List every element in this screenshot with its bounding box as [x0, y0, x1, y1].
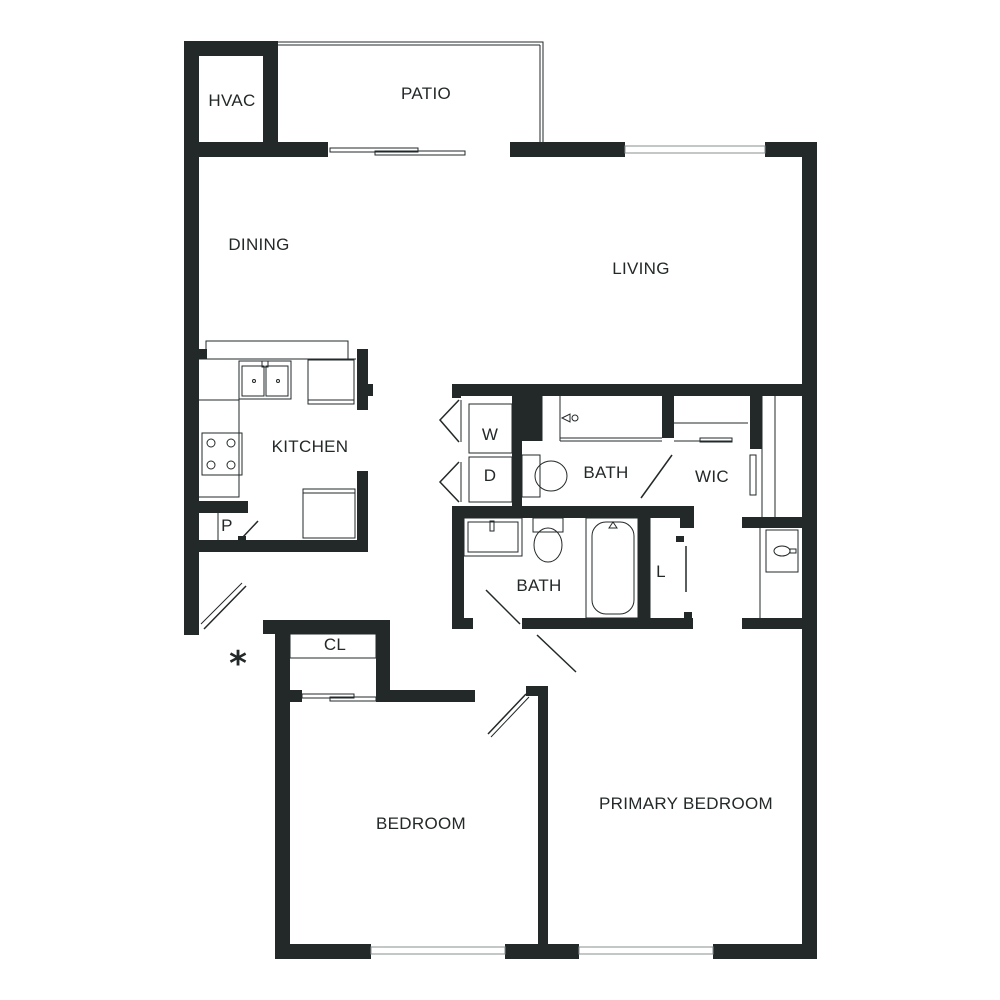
bedroom-walls [289, 620, 548, 959]
bedroom-door[interactable] [487, 693, 530, 738]
hall-bath-fixtures [463, 517, 687, 625]
room-label-hall-bath: BATH [516, 576, 562, 595]
room-label-closet: CL [323, 635, 347, 654]
entry-door[interactable] [200, 582, 247, 630]
room-label-primary-bath: BATH [583, 463, 629, 482]
primary-bedroom-door[interactable] [536, 634, 577, 673]
entry-marker-icon: * [229, 644, 247, 684]
room-label-patio: PATIO [401, 84, 451, 103]
room-label-dining: DINING [228, 235, 290, 254]
room-label-living: LIVING [612, 259, 670, 278]
room-label-wic: WIC [695, 467, 729, 486]
exterior-walls [184, 41, 817, 959]
room-label-pantry: P [221, 516, 233, 535]
primary-vanity [759, 528, 799, 618]
room-label-linen: L [656, 562, 666, 581]
room-label-kitchen: KITCHEN [271, 437, 349, 456]
central-walls [452, 384, 817, 629]
room-label-washer: W [481, 425, 499, 444]
laundry [438, 399, 513, 503]
room-label-primary-bedroom: PRIMARY BEDROOM [599, 794, 773, 813]
primary-bath-fixtures [521, 396, 776, 517]
patio-outline [278, 41, 544, 156]
kitchen [199, 340, 373, 552]
room-label-hvac: HVAC [208, 91, 256, 110]
windows [370, 145, 766, 955]
room-label-bedroom: BEDROOM [376, 814, 466, 833]
room-label-dryer: D [483, 466, 497, 485]
hvac-closet [184, 142, 278, 156]
